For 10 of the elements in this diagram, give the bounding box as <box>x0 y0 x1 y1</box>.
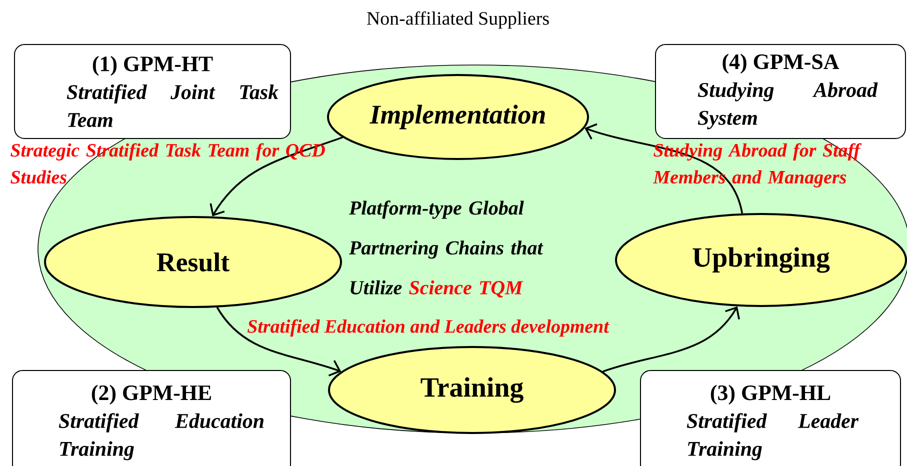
arrow <box>216 306 342 376</box>
arrow <box>584 123 744 214</box>
title: Non-affiliated Suppliers <box>367 11 549 29</box>
program-box: (4) GPM-SA Studying Abroad System <box>655 44 906 139</box>
program-box: (2) GPM-HE Stratified Education Training <box>12 370 291 466</box>
arrow <box>210 136 343 216</box>
program-box: (1) GPM-HT Stratified Joint Task Team <box>14 44 291 139</box>
program-box: (3) GPM-HL Stratified Leader Training <box>640 370 901 466</box>
note-label: Stratified Education and Leaders development <box>247 319 610 337</box>
arrow <box>602 306 740 372</box>
